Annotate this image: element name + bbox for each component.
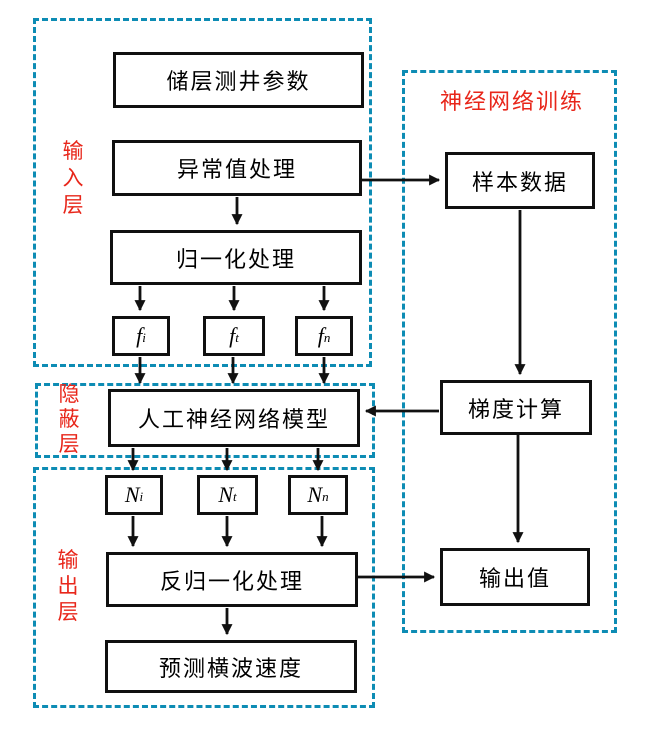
node-output-value: 输出值 [440,548,590,606]
n1-symbol: N [124,482,140,507]
hidden-layer-label: 隐 蔽 层 [58,383,80,456]
region-input-layer [33,18,372,367]
output-layer-label: 输 出 层 [57,549,79,624]
n3-symbol: N [307,482,323,507]
region-hidden-layer [35,383,375,458]
f2-symbol: f [229,323,236,348]
input-layer-label: 输 入 层 [62,140,84,217]
node-predicted-shear-velocity: 预测横波速度 [105,640,357,693]
node-ann-model: 人工神经网络模型 [108,389,360,447]
node-normalization: 归一化处理 [110,230,362,285]
n2-symbol: N [218,482,234,507]
node-sample-data: 样本数据 [445,152,595,209]
f1-symbol: f [136,323,143,348]
node-gradient-calculation: 梯度计算 [440,380,592,435]
region-training [402,70,617,633]
training-label: 神经网络训练 [439,89,584,114]
node-denormalization: 反归一化处理 [106,552,358,607]
region-output-layer [33,467,375,708]
node-reservoir-logging-params: 储层测井参数 [113,52,364,108]
f3-symbol: f [317,323,324,348]
node-outlier-processing: 异常值处理 [112,140,362,196]
